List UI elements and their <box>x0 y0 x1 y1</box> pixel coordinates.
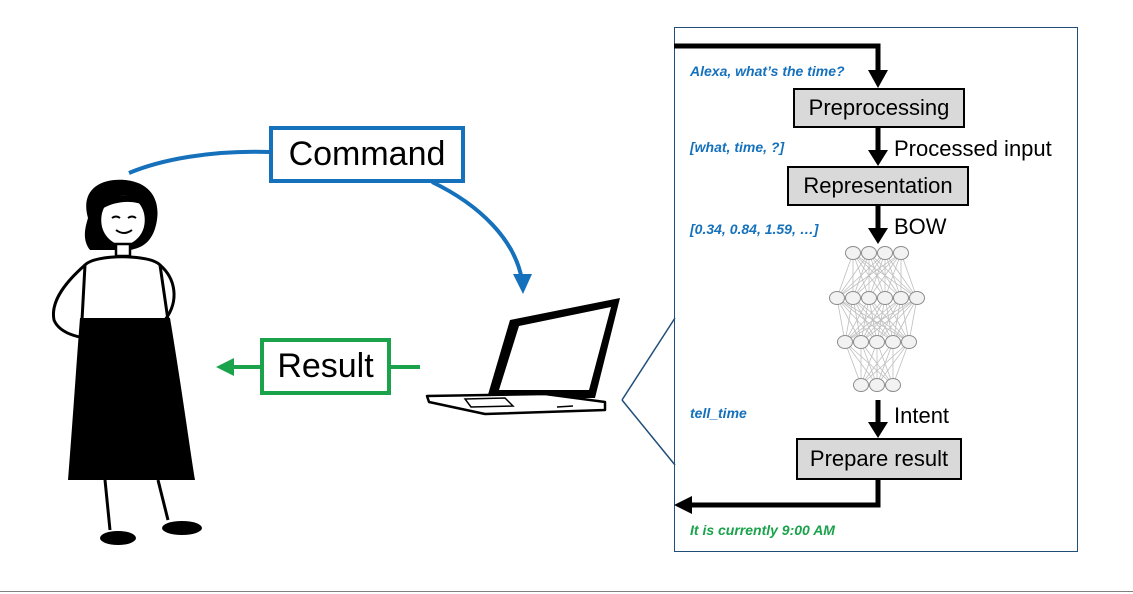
processed-input-label: Processed input <box>894 136 1052 161</box>
network-edge <box>868 252 902 299</box>
tokens-example: [what, time, ?] <box>690 139 785 155</box>
network-edge <box>844 341 862 386</box>
network-edge <box>860 341 878 386</box>
input-flow-arrowhead <box>868 70 888 88</box>
arrowhead-representation <box>868 150 888 166</box>
network-edge <box>836 297 846 343</box>
command-arrowhead <box>513 274 532 294</box>
laptop-icon <box>425 298 620 416</box>
result-label: Result <box>260 338 391 395</box>
arrowhead-network <box>868 228 888 244</box>
query-example: Alexa, what’s the time? <box>690 63 845 79</box>
command-label-text: Command <box>288 135 446 173</box>
command-label: Command <box>269 126 465 183</box>
bow-label: BOW <box>894 214 947 239</box>
network-edge <box>836 252 854 299</box>
network-edge <box>844 297 854 343</box>
network-edge <box>860 297 918 343</box>
network-edge <box>892 341 910 386</box>
network-node <box>893 291 909 305</box>
network-edge <box>876 341 910 386</box>
network-node <box>829 291 845 305</box>
network-node <box>909 291 925 305</box>
network-edge <box>836 252 886 299</box>
network-edge <box>860 341 910 386</box>
network-edge <box>844 297 918 343</box>
network-edge <box>876 297 918 343</box>
network-node <box>837 335 853 349</box>
network-edge <box>844 297 886 343</box>
person-illustration <box>51 179 202 545</box>
command-arrow <box>431 180 524 281</box>
output-flow-arrow <box>690 480 881 508</box>
network-edge <box>844 297 870 343</box>
network-node <box>861 246 877 260</box>
answer-example: It is currently 9:00 AM <box>690 522 835 538</box>
network-node <box>869 378 885 392</box>
network-edge <box>900 252 918 299</box>
zoom-line-top <box>621 317 676 401</box>
prepare-result-step: Prepare result <box>796 438 962 480</box>
network-edge <box>908 297 918 343</box>
intent-label: Intent <box>894 403 950 428</box>
arrowhead-prepare <box>868 422 888 438</box>
bottom-divider <box>0 591 1133 592</box>
prepare-result-step-label: Prepare result <box>809 446 949 471</box>
representation-step: Representation <box>787 166 969 206</box>
network-node <box>885 335 901 349</box>
network-node <box>845 291 861 305</box>
network-node <box>869 335 885 349</box>
network-node <box>845 246 861 260</box>
network-edge <box>892 297 918 343</box>
network-node <box>853 335 869 349</box>
network-node <box>877 246 893 260</box>
result-arrowhead <box>216 358 234 376</box>
intent-example: tell_time <box>690 405 747 421</box>
network-node <box>853 378 869 392</box>
input-flow-arrow <box>674 43 881 72</box>
network-node <box>893 246 909 260</box>
vector-example: [0.34, 0.84, 1.59, …] <box>690 221 819 237</box>
zoom-line-bottom <box>621 399 676 466</box>
network-node <box>877 291 893 305</box>
preprocessing-step-label: Preprocessing <box>808 95 950 120</box>
result-label-text: Result <box>277 347 374 385</box>
network-node <box>885 378 901 392</box>
output-flow-arrowhead <box>674 496 692 514</box>
network-node <box>901 335 917 349</box>
network-edge <box>884 252 902 299</box>
command-line <box>128 149 271 175</box>
preprocessing-step: Preprocessing <box>793 88 965 128</box>
pipeline-panel <box>674 27 1078 552</box>
network-edge <box>860 341 894 386</box>
representation-step-label: Representation <box>803 173 953 198</box>
network-edge <box>836 252 902 299</box>
network-edge <box>836 252 870 299</box>
network-edge <box>852 252 902 299</box>
network-edge <box>844 297 902 343</box>
network-node <box>861 291 877 305</box>
